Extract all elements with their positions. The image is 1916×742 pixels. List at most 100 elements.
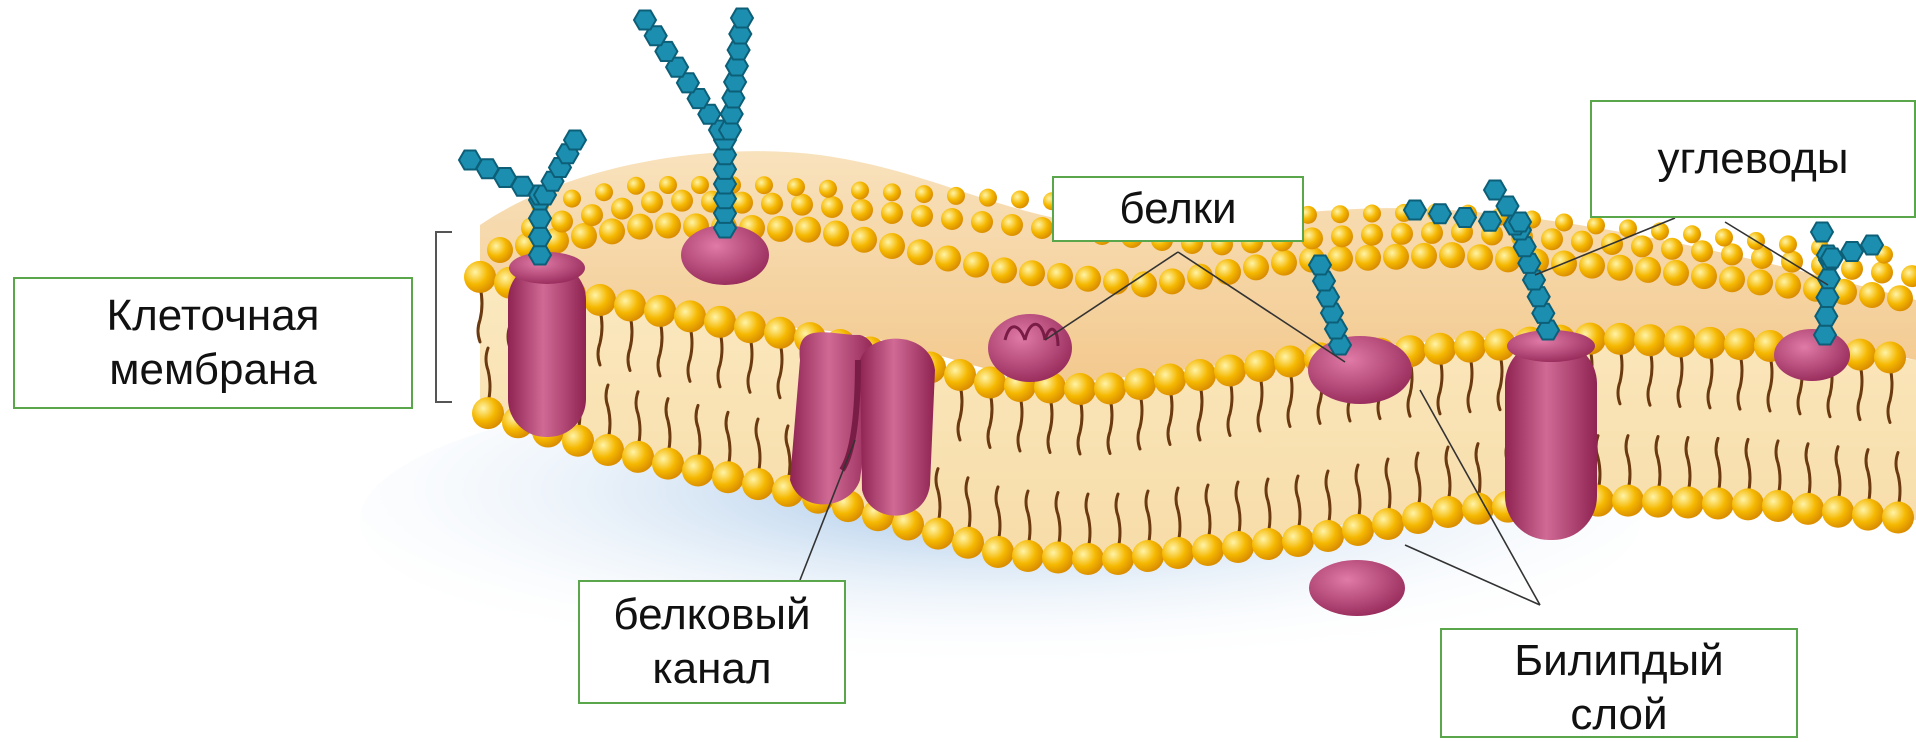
lipid-head	[1683, 225, 1701, 243]
lipid-head	[1244, 350, 1276, 382]
lipid-head	[1424, 333, 1456, 365]
lipid-head	[1663, 260, 1689, 286]
carbohydrate-bead	[1861, 236, 1883, 255]
carbohydrate-bead	[459, 151, 481, 170]
lipid-head	[1363, 205, 1381, 223]
lipid-head	[595, 183, 613, 201]
carbohydrate-bead	[731, 9, 753, 28]
label-lipid-bilayer-line1: Билипдый	[1514, 634, 1723, 688]
lipid-head	[795, 217, 821, 243]
lipid-head	[1439, 242, 1465, 268]
lipid-head	[599, 218, 625, 244]
lipid-head	[581, 204, 603, 226]
lipid-head	[1421, 222, 1443, 244]
lipid-head	[1252, 528, 1284, 560]
lipid-head	[764, 317, 796, 349]
carbohydrate-bead	[1309, 256, 1331, 275]
lipid-head	[1587, 216, 1605, 234]
label-protein-channel-line1: белковый	[613, 588, 810, 642]
lipid-head	[982, 536, 1014, 568]
lipid-head	[622, 441, 654, 473]
lipid-head	[1454, 331, 1486, 363]
lipid-head	[1871, 261, 1893, 283]
lipid-head	[1604, 323, 1636, 355]
lipid-head	[879, 233, 905, 259]
lipid-head	[1243, 254, 1269, 280]
lipid-head	[1064, 373, 1096, 405]
lipid-head	[1792, 493, 1824, 525]
lipid-head	[922, 518, 954, 550]
lipid-head	[1672, 487, 1704, 519]
lipid-head	[1751, 247, 1773, 269]
lipid-head	[979, 189, 997, 207]
lipid-head	[1159, 268, 1185, 294]
lipid-head	[652, 448, 684, 480]
lipid-head	[819, 180, 837, 198]
globular-protein	[988, 314, 1072, 382]
lipid-head	[1691, 240, 1713, 262]
lipid-head	[1467, 244, 1493, 270]
carbohydrate-bead	[564, 131, 586, 150]
label-lipid-bilayer: Билипдый слой	[1440, 628, 1798, 738]
carbohydrate-bead	[1811, 223, 1833, 242]
lipid-head	[1775, 273, 1801, 299]
lipid-head	[1462, 493, 1494, 525]
lipid-head	[1355, 245, 1381, 271]
lipid-head	[1661, 238, 1683, 260]
lipid-head	[787, 178, 805, 196]
lipid-head	[584, 284, 616, 316]
lipid-head	[1555, 213, 1573, 231]
carbohydrate-bead	[1479, 212, 1501, 231]
lipid-head	[851, 199, 873, 221]
lipid-head	[1072, 543, 1104, 575]
lipid-head	[1724, 328, 1756, 360]
label-lipid-bilayer-line2: слой	[1570, 688, 1667, 742]
lipid-head	[551, 211, 573, 233]
carbohydrate-bead	[529, 246, 551, 265]
lipid-head	[1331, 205, 1349, 223]
lipid-head	[915, 185, 933, 203]
lipid-head	[1184, 359, 1216, 391]
transmembrane-protein-right	[1505, 330, 1597, 540]
lipid-head	[464, 261, 496, 293]
peripheral-protein-bottom	[1309, 560, 1405, 616]
lipid-head	[1012, 540, 1044, 572]
lipid-head	[1132, 540, 1164, 572]
lipid-head	[1301, 227, 1323, 249]
lipid-head	[641, 191, 663, 213]
lipid-head	[1103, 269, 1129, 295]
lipid-head	[1274, 346, 1306, 378]
lipid-head	[1579, 253, 1605, 279]
lipid-head	[1571, 231, 1593, 253]
lipid-head	[947, 187, 965, 205]
lipid-head	[487, 237, 513, 263]
label-proteins-text: белки	[1119, 182, 1236, 236]
carbohydrate-bead	[1821, 249, 1843, 268]
lipid-head	[614, 289, 646, 321]
lipid-head	[823, 221, 849, 247]
lipid-head	[952, 527, 984, 559]
lipid-head	[971, 211, 993, 233]
lipid-head	[1019, 260, 1045, 286]
lipid-head	[563, 190, 581, 208]
lipid-head	[1781, 251, 1803, 273]
lipid-head	[1635, 257, 1661, 283]
lipid-head	[671, 190, 693, 212]
lipid-head	[704, 306, 736, 338]
lipid-head	[941, 208, 963, 230]
lipid-head	[907, 239, 933, 265]
lipid-head	[911, 205, 933, 227]
lipid-head	[1779, 235, 1797, 253]
lipid-head	[1222, 531, 1254, 563]
carbohydrate-bead	[1841, 242, 1863, 261]
lipid-head	[761, 193, 783, 215]
lipid-head	[1887, 285, 1913, 311]
lipid-head	[1732, 488, 1764, 520]
carbohydrate-bead	[1815, 307, 1837, 326]
label-protein-channel-line2: канал	[652, 642, 771, 696]
lipid-head	[1541, 228, 1563, 250]
lipid-head	[1694, 327, 1726, 359]
lipid-head	[1852, 499, 1884, 531]
lipid-head	[791, 194, 813, 216]
lipid-head	[881, 202, 903, 224]
